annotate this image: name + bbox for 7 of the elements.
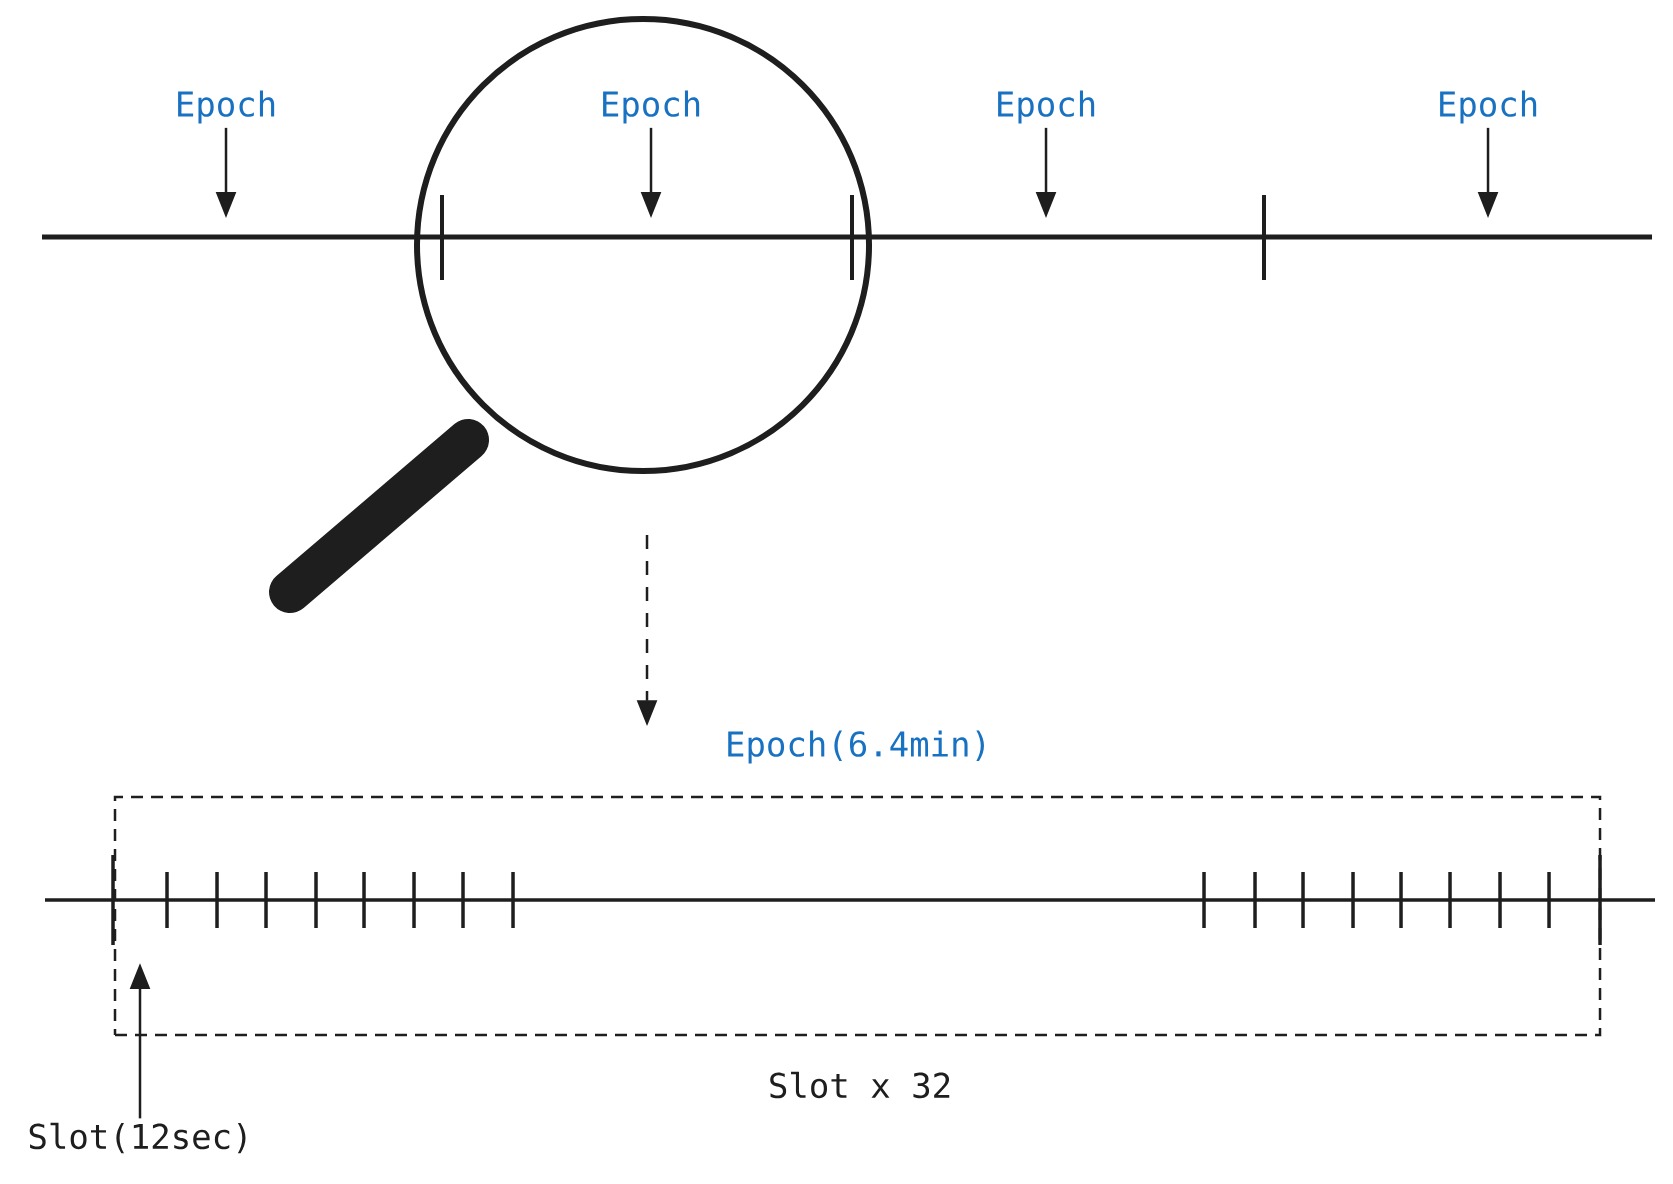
box-caption: Slot x 32 <box>770 1071 950 1099</box>
label: Epoch <box>178 90 275 124</box>
label: Epoch <box>603 90 700 124</box>
box-heading: Epoch(6.4min) <box>728 730 984 764</box>
label: Epoch <box>998 90 1095 124</box>
label: Slot(12sec) <box>29 1122 246 1154</box>
label: Epoch <box>1440 90 1537 124</box>
